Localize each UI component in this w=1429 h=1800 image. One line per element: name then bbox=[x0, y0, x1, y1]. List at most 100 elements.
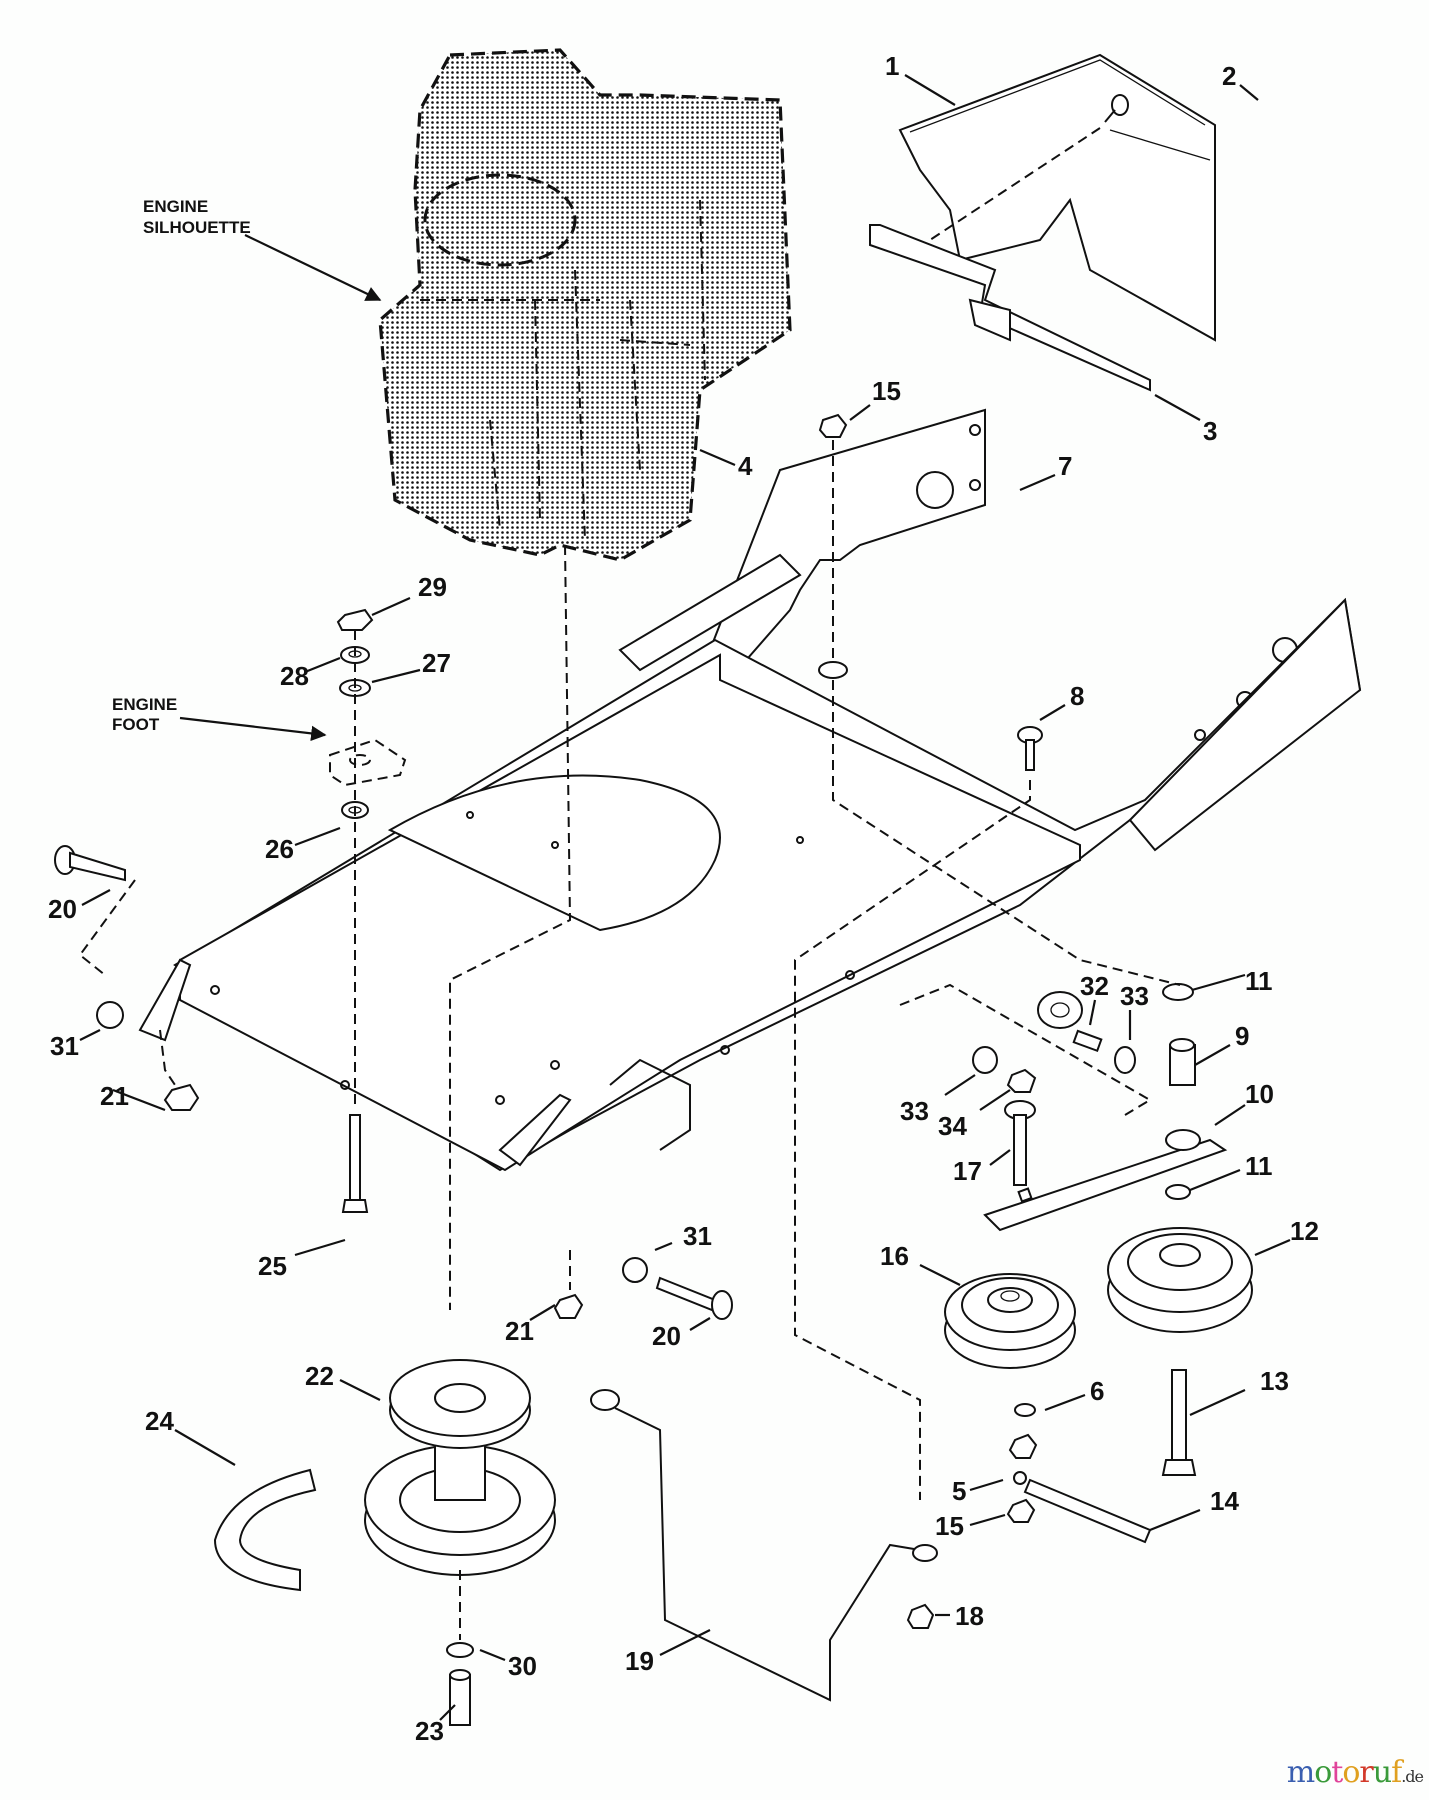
part-nut-15-upper bbox=[818, 413, 848, 438]
assembly-line bbox=[78, 879, 136, 976]
part-bolt-13 bbox=[1161, 1369, 1197, 1476]
part-washer-33-right bbox=[1114, 1046, 1136, 1074]
callouts: 1 2 3 4 5 6 7 8 9 10 11 11 12 13 14 15 1… bbox=[48, 51, 1319, 1746]
part-bracket-3 bbox=[869, 224, 1151, 392]
watermark-letter: t bbox=[1331, 1755, 1343, 1790]
callout-21-right: 21 bbox=[505, 1316, 534, 1346]
assembly-line bbox=[794, 780, 1031, 1500]
assembly-line bbox=[159, 1029, 176, 1086]
callout-24: 24 bbox=[145, 1406, 174, 1436]
engine-silhouette-note-line2: SILHOUETTE bbox=[143, 218, 251, 237]
callout-8: 8 bbox=[1070, 681, 1084, 711]
part-pulley-22 bbox=[364, 1359, 556, 1576]
callout-13: 13 bbox=[1260, 1366, 1289, 1396]
assembly-line bbox=[449, 544, 572, 1310]
assembly-line bbox=[929, 127, 1101, 241]
part-carriage-bolt-17 bbox=[1004, 1100, 1036, 1186]
part-belt-24 bbox=[213, 1468, 317, 1592]
watermark-letter: u bbox=[1372, 1755, 1392, 1790]
part-bushing-31-left bbox=[96, 1001, 124, 1029]
watermark-letter: f bbox=[1391, 1755, 1402, 1790]
part-nut-29 bbox=[336, 608, 374, 631]
part-washer-6 bbox=[1014, 1403, 1036, 1417]
watermark-letter: o bbox=[1314, 1755, 1332, 1790]
watermark-letter: o bbox=[1342, 1755, 1360, 1790]
callout-11-upper: 11 bbox=[1245, 966, 1273, 996]
callout-10: 10 bbox=[1245, 1079, 1274, 1109]
part-screw-8 bbox=[1017, 726, 1043, 771]
engine-foot-arrow bbox=[179, 716, 327, 742]
engine-silhouette-note-line1: ENGINE bbox=[143, 197, 208, 216]
part-bolt-25 bbox=[341, 1114, 369, 1213]
callout-2: 2 bbox=[1222, 61, 1236, 91]
callout-3: 3 bbox=[1203, 416, 1217, 446]
part-washer-11-lower bbox=[1165, 1184, 1191, 1200]
part-eyebolt-32 bbox=[1037, 991, 1103, 1053]
callout-9: 9 bbox=[1235, 1021, 1249, 1051]
callout-20-left: 20 bbox=[48, 894, 77, 924]
part-nut-21-right bbox=[553, 1293, 584, 1319]
callout-19: 19 bbox=[625, 1646, 654, 1676]
assembly-line bbox=[899, 983, 1152, 1116]
callout-15-lower: 15 bbox=[935, 1511, 964, 1541]
callout-26: 26 bbox=[265, 834, 294, 864]
part-nut-15-lower bbox=[1006, 1498, 1036, 1523]
callout-33-left: 33 bbox=[900, 1096, 929, 1126]
part-pulley-12 bbox=[1107, 1227, 1253, 1333]
callout-23: 23 bbox=[415, 1716, 444, 1746]
part-washer-11-upper bbox=[1162, 983, 1194, 1001]
part-main-frame bbox=[138, 553, 1362, 1172]
watermark-letter: r bbox=[1359, 1755, 1373, 1790]
part-bolt-23 bbox=[449, 1669, 471, 1726]
callout-18: 18 bbox=[955, 1601, 984, 1631]
part-idler-arm-10 bbox=[983, 1129, 1228, 1232]
callout-32: 32 bbox=[1080, 971, 1109, 1001]
part-washer-33-left bbox=[972, 1046, 998, 1074]
callout-25: 25 bbox=[258, 1251, 287, 1281]
callout-7: 7 bbox=[1058, 451, 1072, 481]
callout-1: 1 bbox=[885, 51, 899, 81]
callout-14: 14 bbox=[1210, 1486, 1239, 1516]
engine-silhouette-arrow bbox=[244, 234, 382, 301]
part-pulley-16 bbox=[944, 1273, 1076, 1369]
callout-27: 27 bbox=[422, 648, 451, 678]
callout-34: 34 bbox=[938, 1111, 967, 1141]
callout-33-right: 33 bbox=[1120, 981, 1149, 1011]
part-washer-30 bbox=[446, 1642, 474, 1658]
engine-foot-note-line2: FOOT bbox=[112, 715, 160, 734]
callout-20-right: 20 bbox=[652, 1321, 681, 1351]
part-linkage-rod-19 bbox=[590, 1389, 938, 1702]
part-spring-14 bbox=[1013, 1471, 1152, 1544]
engine-silhouette bbox=[378, 48, 792, 562]
callout-15-upper: 15 bbox=[872, 376, 901, 406]
engine-foot-note-line1: ENGINE bbox=[112, 695, 177, 714]
part-bolt-20-left bbox=[54, 845, 126, 882]
watermark-suffix: .de bbox=[1401, 1767, 1424, 1786]
part-nut-34 bbox=[1006, 1068, 1037, 1093]
callout-11-lower: 11 bbox=[1245, 1151, 1273, 1181]
callout-29: 29 bbox=[418, 572, 447, 602]
part-screw-2 bbox=[1104, 94, 1129, 123]
part-washer-plate-7 bbox=[818, 661, 848, 679]
callout-30: 30 bbox=[508, 1651, 537, 1681]
callout-16: 16 bbox=[880, 1241, 909, 1271]
callout-5: 5 bbox=[952, 1476, 966, 1506]
callout-4: 4 bbox=[738, 451, 753, 481]
callout-22: 22 bbox=[305, 1361, 334, 1391]
callout-6: 6 bbox=[1090, 1376, 1104, 1406]
callout-21-left: 21 bbox=[100, 1081, 129, 1111]
callout-17: 17 bbox=[953, 1156, 982, 1186]
part-bolt-20-right bbox=[655, 1276, 733, 1320]
watermark-letter: m bbox=[1286, 1755, 1315, 1790]
part-nut-21-left bbox=[163, 1083, 200, 1111]
assembly-line bbox=[832, 440, 1181, 986]
engine-foot bbox=[329, 738, 407, 787]
callout-12: 12 bbox=[1290, 1216, 1319, 1246]
part-right-rail bbox=[1128, 597, 1362, 852]
watermark-logo: motoruf.de bbox=[1286, 1755, 1424, 1790]
part-bushing-31-right bbox=[622, 1257, 648, 1283]
part-nut-18 bbox=[906, 1603, 935, 1629]
callout-31-right: 31 bbox=[683, 1221, 712, 1251]
callout-31-left: 31 bbox=[50, 1031, 79, 1061]
